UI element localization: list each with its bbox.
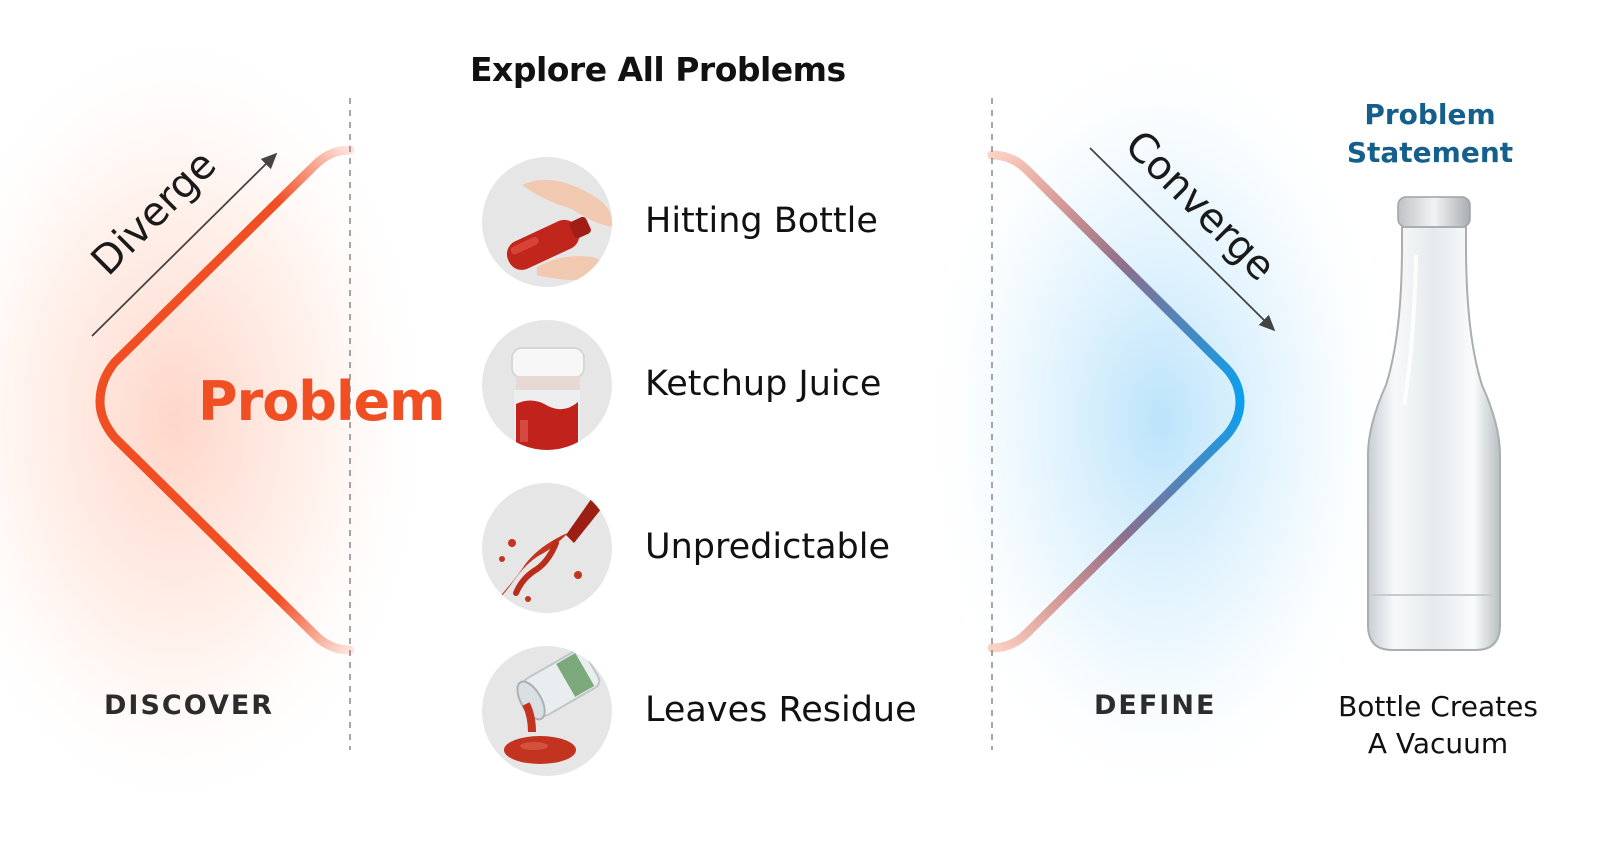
converge-arrow <box>1089 147 1276 332</box>
problem-statement-caption: Bottle Creates A Vacuum <box>1318 688 1558 762</box>
diverge-arrow <box>91 152 278 337</box>
spilled-bottle-icon <box>482 646 612 776</box>
converge-top-edge <box>987 150 1245 407</box>
define-phase-label: DEFINE <box>1094 690 1217 721</box>
hand-slapping-bottle-icon <box>482 157 612 287</box>
ketchup-jar-icon <box>482 320 612 450</box>
section-heading: Explore All Problems <box>470 50 846 89</box>
problem-label: Leaves Residue <box>645 690 917 730</box>
problem-item: Unpredictable <box>482 483 962 613</box>
problem-statement-caption-line2: A Vacuum <box>1367 727 1509 760</box>
problem-statement-title: Problem Statement <box>1340 96 1520 172</box>
glass-bottle-icon <box>1360 195 1508 660</box>
problem-statement-title-line2: Statement <box>1346 136 1514 169</box>
problem-statement-caption-line1: Bottle Creates <box>1338 690 1538 723</box>
discover-phase-label: DISCOVER <box>104 690 275 721</box>
problem-label: Unpredictable <box>645 527 890 567</box>
problem-center-word: Problem <box>198 370 445 433</box>
problem-item: Leaves Residue <box>482 646 962 776</box>
diverge-bottom-edge <box>95 397 355 655</box>
problem-label: Hitting Bottle <box>645 201 878 241</box>
ketchup-splash-icon <box>482 483 612 613</box>
problem-item: Hitting Bottle <box>482 157 962 287</box>
converge-bottom-edge <box>987 397 1245 653</box>
discover-glow <box>0 20 435 820</box>
problem-statement-title-line1: Problem <box>1364 98 1496 131</box>
problem-label: Ketchup Juice <box>645 364 882 404</box>
diverge-top-edge <box>95 145 355 407</box>
problem-item: Ketchup Juice <box>482 320 962 450</box>
